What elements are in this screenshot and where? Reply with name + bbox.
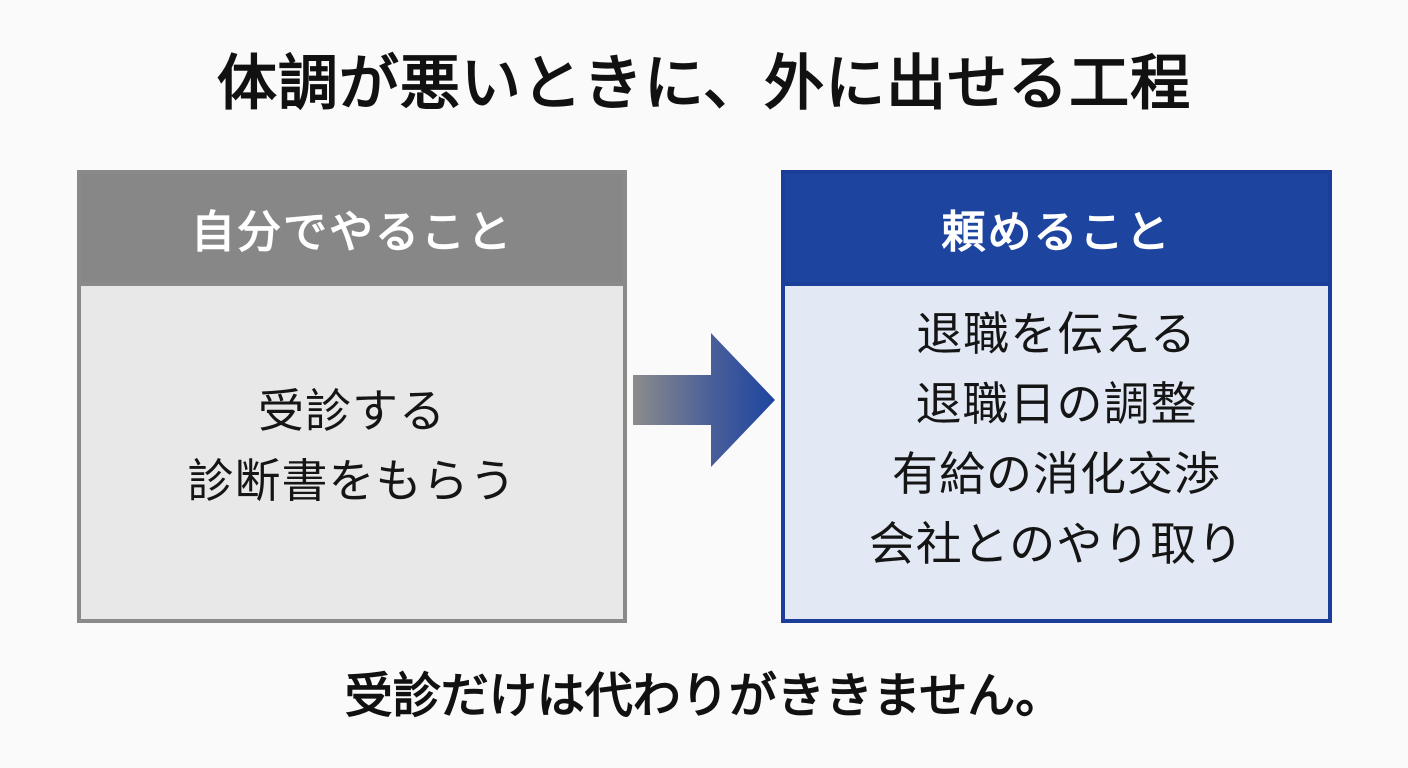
delegable-task-item: 有給の消化交渉	[892, 446, 1221, 501]
right-arrow-icon	[633, 333, 775, 467]
delegable-task-item: 退職日の調整	[915, 376, 1198, 431]
self-task-item: 受診する	[258, 383, 446, 438]
delegable-task-item: 会社とのやり取り	[868, 516, 1245, 571]
delegable-tasks-box: 頼めること 退職を伝える 退職日の調整 有給の消化交渉 会社とのやり取り	[781, 170, 1332, 623]
footer-note: 受診だけは代わりがききません。	[344, 668, 1064, 724]
page-title: 体調が悪いときに、外に出せる工程	[216, 49, 1192, 119]
self-tasks-header: 自分でやること	[81, 174, 623, 286]
self-task-item: 診断書をもらう	[187, 453, 517, 508]
delegable-task-item: 退職を伝える	[916, 306, 1197, 361]
self-tasks-box: 自分でやること 受診する 診断書をもらう	[77, 170, 627, 623]
delegable-tasks-header: 頼めること	[785, 174, 1328, 286]
self-tasks-body: 受診する 診断書をもらう	[81, 286, 623, 619]
delegable-tasks-body: 退職を伝える 退職日の調整 有給の消化交渉 会社とのやり取り	[785, 286, 1328, 619]
